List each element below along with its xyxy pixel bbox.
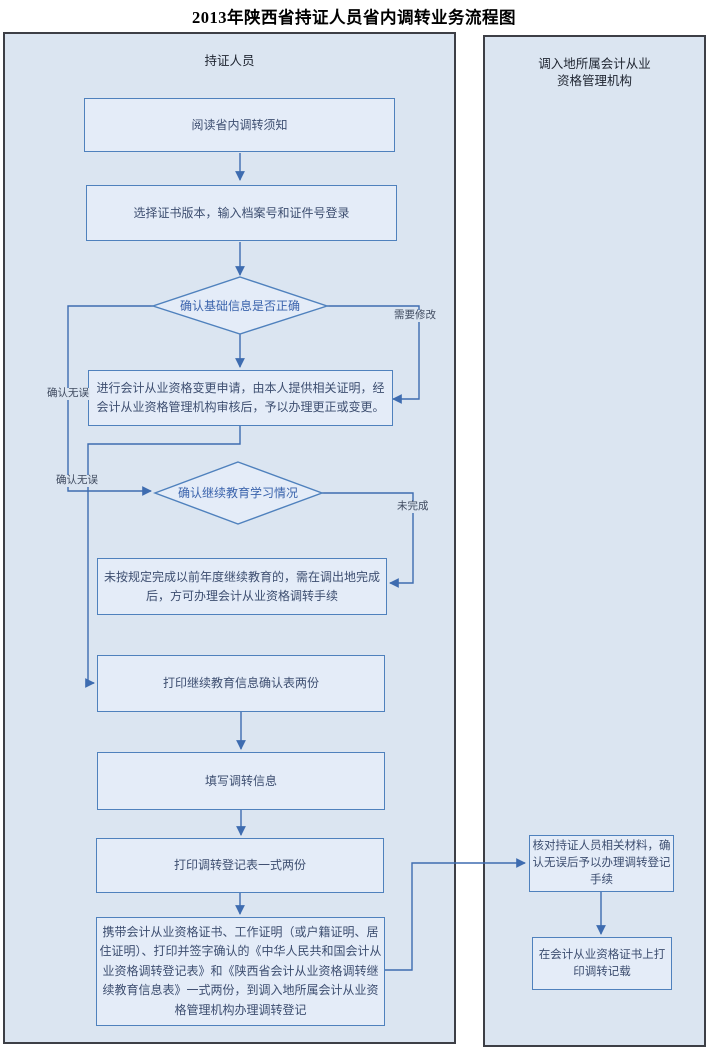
node-fill-transfer-info: 填写调转信息	[97, 752, 385, 810]
edge-label-confirmed-ok-2: 确认无误	[55, 475, 99, 487]
node-verify-materials: 核对持证人员相关材料，确认无误后予以办理调转登记手续	[529, 835, 674, 892]
edge-label-confirmed-ok-1: 确认无误	[46, 388, 90, 400]
lane-header-agency-line1: 调入地所属会计从业	[538, 57, 651, 71]
node-bring-materials: 携带会计从业资格证书、工作证明（或户籍证明、居住证明）、打印并签字确认的《中华人…	[96, 917, 385, 1026]
node-print-record: 在会计从业资格证书上打印调转记载	[532, 937, 672, 990]
node-print-transfer-form: 打印调转登记表一式两份	[96, 838, 384, 893]
lane-header-holder: 持证人员	[204, 54, 255, 68]
edge-label-not-completed: 未完成	[396, 501, 430, 513]
decision-confirm-basic-info-label: 确认基础信息是否正确	[179, 299, 300, 313]
node-read-notice: 阅读省内调转须知	[84, 98, 395, 152]
node-change-request: 进行会计从业资格变更申请，由本人提供相关证明，经会计从业资格管理机构审核后，予以…	[88, 370, 393, 426]
node-print-education-form: 打印继续教育信息确认表两份	[97, 655, 385, 712]
edge-label-need-modify: 需要修改	[393, 310, 437, 322]
swimlane-agency: 调入地所属会计从业 资格管理机构	[483, 35, 706, 1047]
node-incomplete-education: 未按规定完成以前年度继续教育的，需在调出地完成后，方可办理会计从业资格调转手续	[97, 558, 387, 615]
node-login: 选择证书版本，输入档案号和证件号登录	[86, 185, 397, 241]
decision-confirm-education-label: 确认继续教育学习情况	[177, 486, 298, 500]
page-title: 2013年陕西省持证人员省内调转业务流程图	[192, 8, 516, 27]
lane-header-agency-line2: 资格管理机构	[556, 74, 632, 88]
lane-header-agency: 调入地所属会计从业 资格管理机构	[485, 56, 704, 90]
